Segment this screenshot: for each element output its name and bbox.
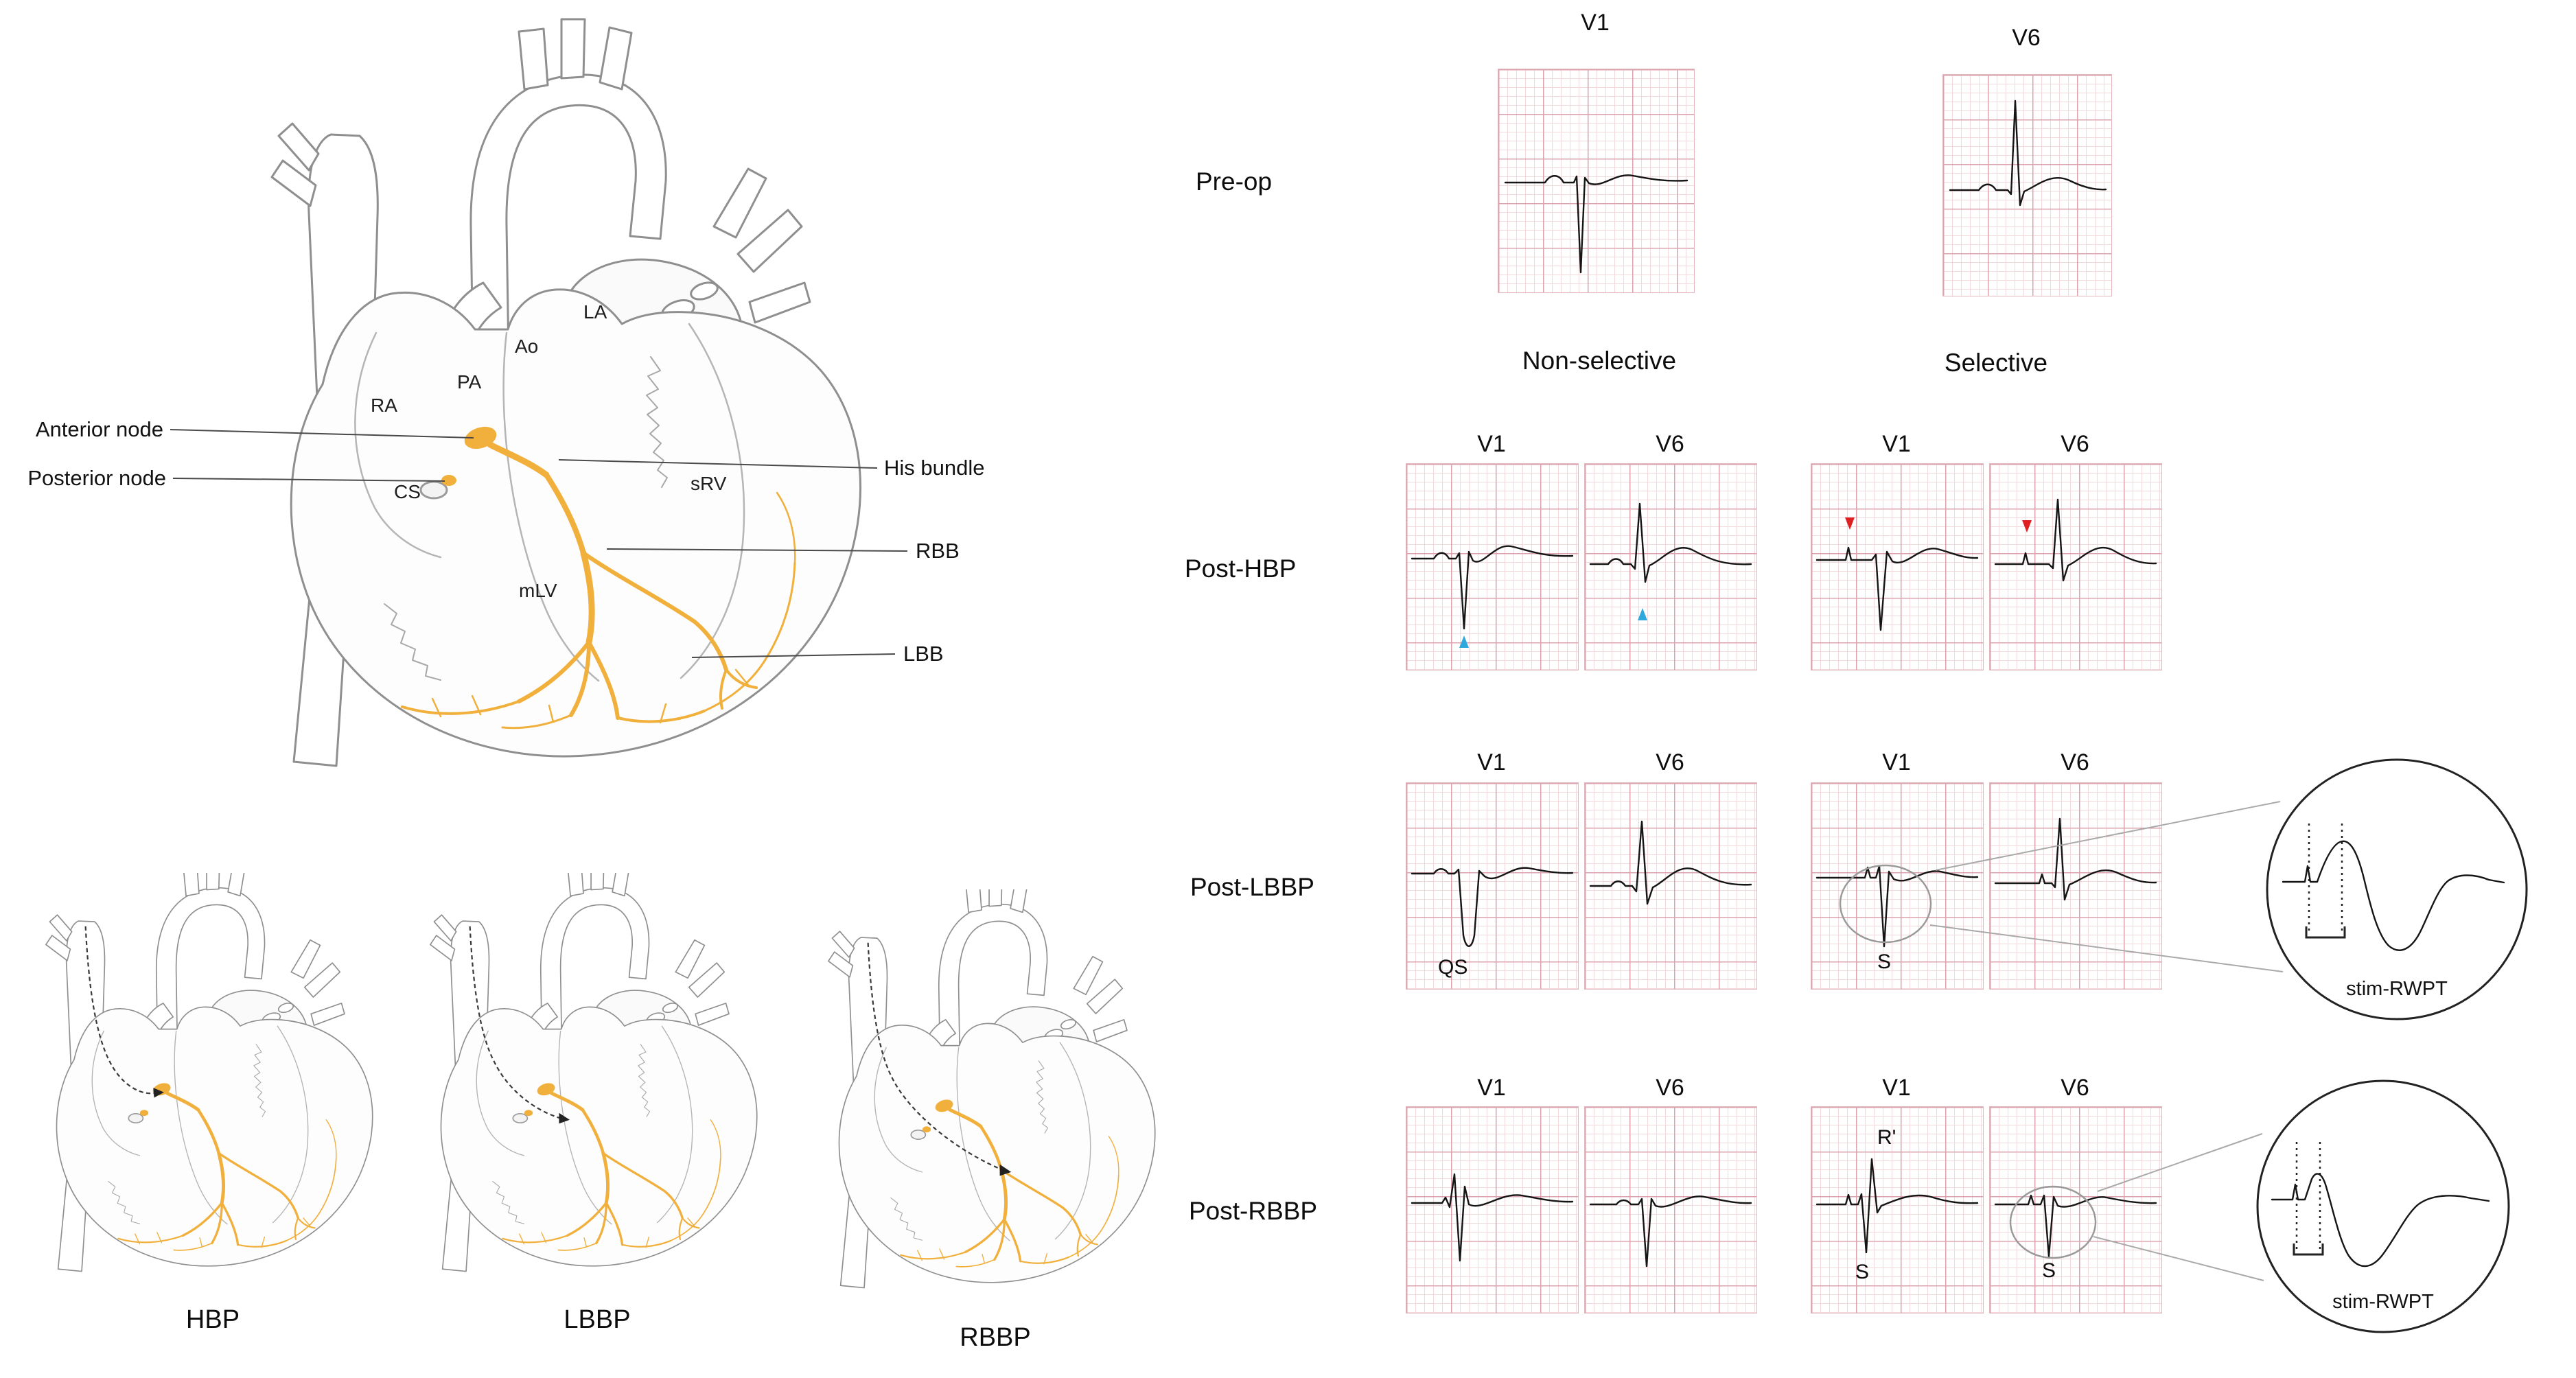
lbbp-s-v6-header: V6 [2061, 749, 2089, 775]
nonselective-arrow-icon [1638, 608, 1647, 620]
ecg-panel-lbbp-ns-v1: QS [1406, 782, 1579, 990]
ecg-panel-preop-v6 [1942, 74, 2112, 296]
header-non-selective: Non-selective [1522, 347, 1677, 375]
stim-rwpt-label: stim-RWPT [2332, 1291, 2434, 1313]
leader-anterior-node [170, 429, 474, 439]
label-ra: RA [371, 395, 397, 416]
pacing-lead [867, 942, 1003, 1171]
ecg-trace [1411, 1173, 1574, 1262]
rbbp-magnifier: stim-RWPT [2256, 1079, 2510, 1333]
ecg-trace [1589, 502, 1752, 583]
selective-arrow-icon [1845, 517, 1855, 530]
ecg-panel-rbbp-ns-v1 [1406, 1106, 1579, 1313]
main-heart-diagram: Anterior node Posterior node His bundle … [27, 0, 984, 789]
selective-arrow-icon [2022, 520, 2032, 533]
header-selective: Selective [1944, 349, 2048, 377]
rbbp-ns-v6-header: V6 [1656, 1075, 1684, 1101]
nonselective-arrow-icon [1459, 635, 1469, 648]
lbbp-s-v1-header: V1 [1882, 749, 1911, 775]
rbbp-heart-label: RBBP [960, 1323, 1031, 1352]
ecg-panel-hbp-ns-v6 [1584, 463, 1757, 670]
leader-his-bundle [558, 459, 878, 469]
row-label-post-rbbp: Post-RBBP [1189, 1197, 1318, 1225]
r-prime-annotation: R' [1877, 1126, 1896, 1149]
interval-bracket [2293, 1243, 2324, 1256]
s-annotation: S [2042, 1259, 2056, 1282]
ecg-panel-hbp-ns-v1 [1406, 463, 1579, 670]
label-his-bundle: His bundle [884, 456, 984, 480]
magnifier-circle [2266, 758, 2528, 1020]
label-srv: sRV [691, 473, 727, 494]
ecg-panel-hbp-s-v6 [1989, 463, 2162, 670]
label-pa: PA [457, 371, 482, 393]
hbp-ns-v1-header: V1 [1477, 431, 1506, 457]
pacing-lead-tip-icon [999, 1164, 1012, 1176]
ecg-trace [1411, 867, 1574, 947]
pacing-lead-tip-icon [153, 1088, 164, 1098]
pacing-lead [469, 926, 561, 1119]
hbp-ns-v6-header: V6 [1656, 431, 1684, 457]
rbbp-ns-v1-header: V1 [1477, 1075, 1506, 1101]
label-la: LA [583, 301, 607, 323]
pacing-lead-tip-icon [559, 1112, 570, 1124]
lbbp-magnifier: stim-RWPT [2266, 758, 2528, 1020]
lbbp-heart-label: LBBP [564, 1305, 631, 1334]
ecg-panel-lbbp-s-v6 [1989, 782, 2162, 990]
label-rbb: RBB [916, 539, 960, 563]
row-label-post-lbbp: Post-LBBP [1190, 873, 1314, 901]
rbbp-heart-diagram [822, 889, 1169, 1297]
ecg-trace [1589, 1195, 1752, 1268]
label-lbb: LBB [903, 642, 944, 666]
leader-posterior-node [172, 478, 445, 482]
interval-bracket [2305, 926, 2346, 939]
row-label-post-hbp: Post-HBP [1185, 554, 1297, 583]
lbbp-ns-v1-header: V1 [1477, 749, 1506, 775]
ecg-trace [1815, 546, 1979, 631]
stim-rwpt-label: stim-RWPT [2346, 978, 2448, 1000]
ecg-trace [1589, 820, 1752, 905]
ecg-panel-rbbp-s-v6: S [1989, 1106, 2162, 1313]
leader-lbb [691, 653, 896, 658]
ecg-panel-preop-v1 [1498, 69, 1695, 293]
hbp-heart-diagram [40, 873, 386, 1281]
ecg-trace [1994, 1194, 2157, 1258]
magnified-trace [2271, 1173, 2490, 1268]
preop-v6-header: V6 [2012, 25, 2041, 51]
label-posterior-node: Posterior node [27, 466, 166, 490]
lbbp-ns-v6-header: V6 [1656, 749, 1684, 775]
qrs-highlight-ellipse [1839, 864, 1932, 944]
qrs-highlight-ellipse [2009, 1185, 2097, 1259]
label-anterior-node: Anterior node [36, 417, 163, 441]
ecg-panel-rbbp-ns-v6 [1584, 1106, 1757, 1313]
hbp-s-v1-header: V1 [1882, 431, 1911, 457]
ecg-trace [1411, 545, 1574, 630]
magnified-trace [2282, 840, 2505, 951]
leader-rbb [606, 548, 908, 552]
preop-v1-header: V1 [1581, 10, 1610, 36]
ecg-trace [1994, 817, 2157, 901]
label-ao: Ao [515, 336, 538, 357]
rbbp-s-v6-header: V6 [2061, 1075, 2089, 1101]
lbbp-heart-diagram [424, 873, 771, 1281]
ecg-panel-rbbp-s-v1: R' S [1811, 1106, 1984, 1313]
ecg-trace [1994, 498, 2157, 582]
qs-annotation: QS [1438, 956, 1468, 979]
rbbp-s-v1-header: V1 [1882, 1075, 1911, 1101]
ecg-panel-lbbp-ns-v6 [1584, 782, 1757, 990]
label-mlv: mLV [519, 580, 557, 601]
label-cs: CS [394, 481, 421, 502]
ecg-trace [1504, 174, 1689, 274]
ecg-panel-lbbp-s-v1: S [1811, 782, 1984, 990]
ecg-panel-hbp-s-v1 [1811, 463, 1984, 670]
ecg-trace [1949, 100, 2107, 207]
row-label-preop: Pre-op [1196, 167, 1273, 196]
s-annotation: S [1877, 950, 1892, 973]
hbp-heart-label: HBP [185, 1305, 240, 1334]
hbp-s-v6-header: V6 [2061, 431, 2089, 457]
ecg-trace [1815, 1158, 1979, 1254]
pacing-lead [84, 926, 155, 1095]
s-annotation: S [1855, 1261, 1870, 1283]
